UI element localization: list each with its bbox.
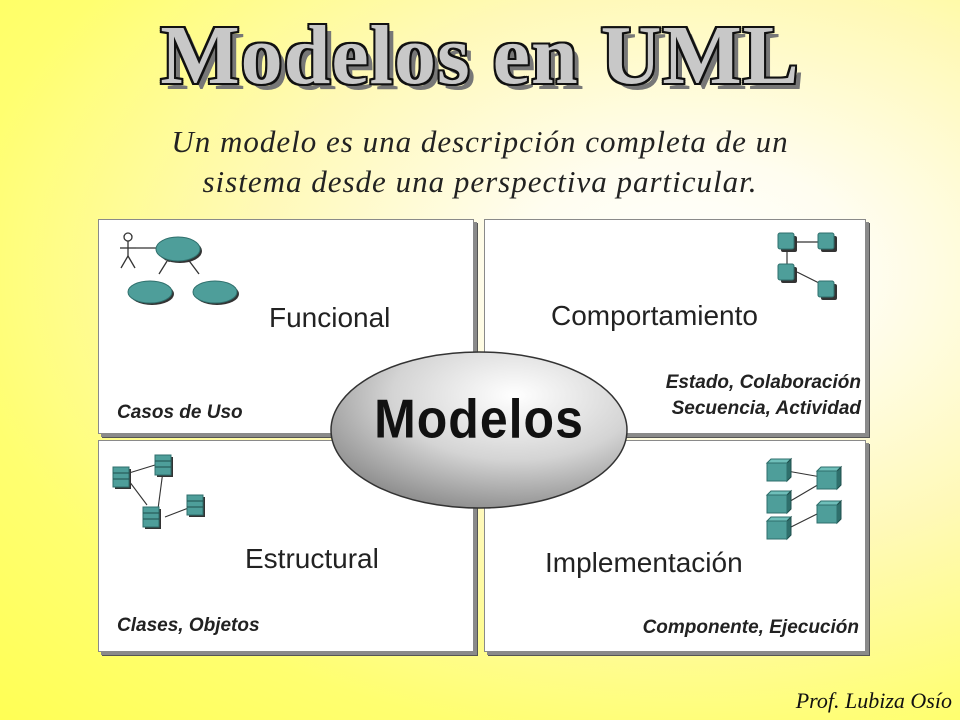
panel-estructural-title: Estructural (245, 543, 379, 574)
slide-title: Modelos en UML (160, 9, 800, 102)
panel-comportamiento: Comportamiento Estado, Colaboración Secu… (484, 219, 866, 434)
panel-funcional-title: Funcional (269, 302, 391, 333)
panel-implementacion-subtitle: Componente, Ejecución (643, 615, 859, 641)
panel-implementacion: Implementación Componente, Ejecución (484, 440, 866, 652)
slide-subtitle: Un modelo es una descripción completa de… (0, 122, 960, 202)
models-ellipse (330, 351, 628, 509)
panel-funcional-subtitle: Casos de Uso (117, 400, 243, 426)
panel-comportamiento-sub-2: Secuencia, Actividad (671, 398, 861, 419)
class-diagram-icon (112, 454, 205, 529)
panel-estructural-subtitle: Clases, Objetos (117, 613, 260, 639)
use-case-icon (120, 232, 239, 305)
panel-implementacion-title: Implementación (545, 547, 743, 578)
panel-implementacion-sub-1: Componente, Ejecución (642, 617, 859, 638)
models-label: Modelos (374, 388, 584, 450)
panel-estructural: Estructural Clases, Objetos (98, 440, 474, 652)
state-diagram-icon (777, 232, 837, 300)
subtitle-line-2: sistema desde una perspectiva particular… (202, 164, 758, 199)
panel-funcional-sub-1: Casos de Uso (117, 402, 243, 423)
author-signature: Prof. Lubiza Osío (795, 688, 952, 713)
panel-comportamiento-sub-1: Estado, Colaboración (665, 372, 861, 393)
subtitle-line-1: Un modelo es una descripción completa de… (171, 124, 789, 159)
component-diagram-icon (765, 457, 843, 541)
panel-comportamiento-subtitle: Estado, Colaboración Secuencia, Activida… (666, 370, 861, 422)
panel-estructural-sub-1: Clases, Objetos (117, 615, 260, 636)
panel-comportamiento-title: Comportamiento (551, 300, 758, 331)
panel-funcional: Funcional Casos de Uso (98, 219, 474, 434)
